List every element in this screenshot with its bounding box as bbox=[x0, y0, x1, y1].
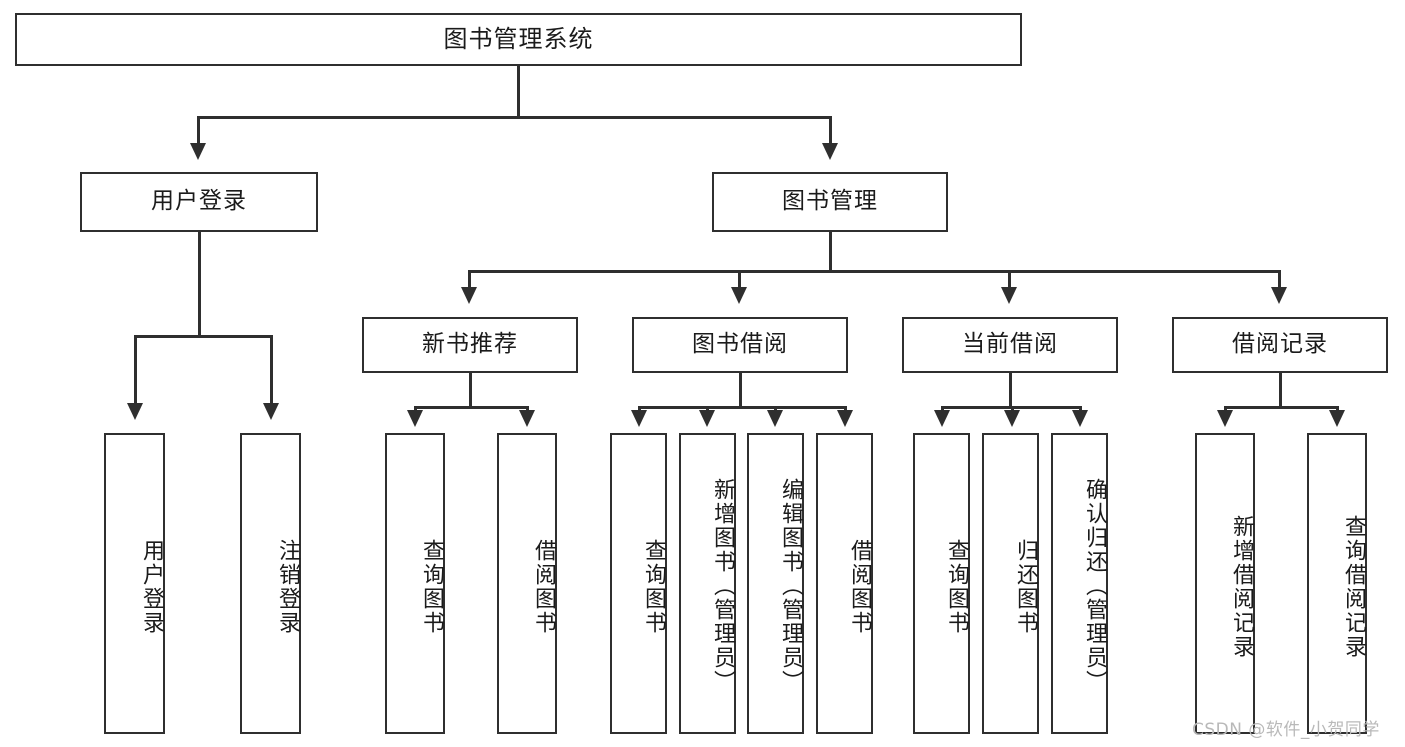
edge-book-mgmt-drop-2 bbox=[738, 270, 741, 287]
arrow-new-book-leaf-2 bbox=[519, 410, 535, 427]
node-new-book-recommend[interactable]: 新书推荐 bbox=[362, 317, 578, 373]
node-label: 当前借阅 bbox=[962, 331, 1058, 358]
leaf-new-book-borrow[interactable]: 借阅图书 bbox=[497, 433, 557, 734]
arrow-borrow-record-leaf-1 bbox=[1217, 410, 1233, 427]
arrow-root-to-book-mgmt bbox=[822, 143, 838, 160]
node-user-login[interactable]: 用户登录 bbox=[80, 172, 318, 232]
edge-user-login-bus bbox=[134, 335, 272, 338]
arrow-user-login-leaf-2 bbox=[263, 403, 279, 420]
leaf-current-borrow-search[interactable]: 查询图书 bbox=[913, 433, 970, 734]
node-label: 确认归还（管理员） bbox=[1082, 477, 1107, 694]
node-label: 借阅记录 bbox=[1232, 331, 1328, 358]
edge-book-mgmt-drop-1 bbox=[468, 270, 471, 287]
arrow-current-borrow-leaf-1 bbox=[934, 410, 950, 427]
csdn-watermark: CSDN @软件_小贺同学 bbox=[1192, 720, 1380, 740]
edge-new-book-bus bbox=[414, 406, 528, 409]
arrow-new-book-leaf-1 bbox=[407, 410, 423, 427]
node-borrow-record[interactable]: 借阅记录 bbox=[1172, 317, 1388, 373]
arrow-current-borrow-leaf-2 bbox=[1004, 410, 1020, 427]
node-current-borrow[interactable]: 当前借阅 bbox=[902, 317, 1118, 373]
edge-user-login-drop-2 bbox=[270, 335, 273, 403]
arrow-root-to-user-login bbox=[190, 143, 206, 160]
node-book-management[interactable]: 图书管理 bbox=[712, 172, 948, 232]
node-label: 用户登录 bbox=[139, 538, 164, 635]
edge-root-to-book-mgmt bbox=[829, 116, 832, 143]
node-label: 用户登录 bbox=[151, 188, 247, 215]
node-label: 查询图书 bbox=[641, 538, 666, 635]
edge-root-bus bbox=[197, 116, 831, 119]
leaf-current-borrow-return[interactable]: 归还图书 bbox=[982, 433, 1039, 734]
node-label: 编辑图书（管理员） bbox=[778, 477, 803, 694]
leaf-borrow-record-add[interactable]: 新增借阅记录 bbox=[1195, 433, 1255, 734]
arrow-book-mgmt-book-borrow bbox=[731, 287, 747, 304]
arrow-book-borrow-leaf-4 bbox=[837, 410, 853, 427]
edge-root-stem bbox=[517, 66, 520, 116]
edge-user-login-stem bbox=[198, 232, 201, 335]
leaf-borrow-record-search[interactable]: 查询借阅记录 bbox=[1307, 433, 1367, 734]
leaf-book-borrow-add[interactable]: 新增图书（管理员） bbox=[679, 433, 736, 734]
leaf-new-book-search[interactable]: 查询图书 bbox=[385, 433, 445, 734]
leaf-book-borrow-edit[interactable]: 编辑图书（管理员） bbox=[747, 433, 804, 734]
arrow-book-borrow-leaf-1 bbox=[631, 410, 647, 427]
node-label: 图书借阅 bbox=[692, 331, 788, 358]
node-label: 查询借阅记录 bbox=[1341, 514, 1366, 659]
node-root-system[interactable]: 图书管理系统 bbox=[15, 13, 1022, 66]
leaf-current-borrow-confirm-return[interactable]: 确认归还（管理员） bbox=[1051, 433, 1108, 734]
node-label: 查询图书 bbox=[944, 538, 969, 635]
edge-root-to-user-login bbox=[197, 116, 200, 143]
node-label: 图书管理系统 bbox=[443, 25, 594, 54]
arrow-book-mgmt-current-borrow bbox=[1001, 287, 1017, 304]
arrow-borrow-record-leaf-2 bbox=[1329, 410, 1345, 427]
node-label: 归还图书 bbox=[1013, 538, 1038, 635]
node-label: 新增图书（管理员） bbox=[710, 477, 735, 694]
arrow-book-mgmt-new-book bbox=[461, 287, 477, 304]
arrow-book-mgmt-borrow-record bbox=[1271, 287, 1287, 304]
edge-new-book-stem bbox=[469, 373, 472, 406]
arrow-book-borrow-leaf-2 bbox=[699, 410, 715, 427]
edge-user-login-drop-1 bbox=[134, 335, 137, 403]
node-label: 注销登录 bbox=[275, 538, 300, 635]
edge-book-mgmt-bus bbox=[468, 270, 1280, 273]
node-label: 新书推荐 bbox=[422, 331, 518, 358]
edge-book-borrow-stem bbox=[739, 373, 742, 406]
edge-borrow-record-bus bbox=[1224, 406, 1338, 409]
edge-book-mgmt-drop-4 bbox=[1278, 270, 1281, 287]
edge-book-mgmt-stem bbox=[829, 232, 832, 270]
arrow-user-login-leaf-1 bbox=[127, 403, 143, 420]
arrow-current-borrow-leaf-3 bbox=[1072, 410, 1088, 427]
edge-current-borrow-stem bbox=[1009, 373, 1012, 406]
node-label: 借阅图书 bbox=[531, 538, 556, 635]
leaf-book-borrow-borrow[interactable]: 借阅图书 bbox=[816, 433, 873, 734]
node-label: 查询图书 bbox=[419, 538, 444, 635]
node-label: 图书管理 bbox=[782, 188, 878, 215]
edge-book-mgmt-drop-3 bbox=[1008, 270, 1011, 287]
arrow-book-borrow-leaf-3 bbox=[767, 410, 783, 427]
edge-borrow-record-stem bbox=[1279, 373, 1282, 406]
node-book-borrow[interactable]: 图书借阅 bbox=[632, 317, 848, 373]
edge-book-borrow-bus bbox=[638, 406, 846, 409]
leaf-user-login-signout[interactable]: 注销登录 bbox=[240, 433, 301, 734]
node-label: 借阅图书 bbox=[847, 538, 872, 635]
leaf-book-borrow-search[interactable]: 查询图书 bbox=[610, 433, 667, 734]
leaf-user-login-signin[interactable]: 用户登录 bbox=[104, 433, 165, 734]
node-label: 新增借阅记录 bbox=[1229, 514, 1254, 659]
